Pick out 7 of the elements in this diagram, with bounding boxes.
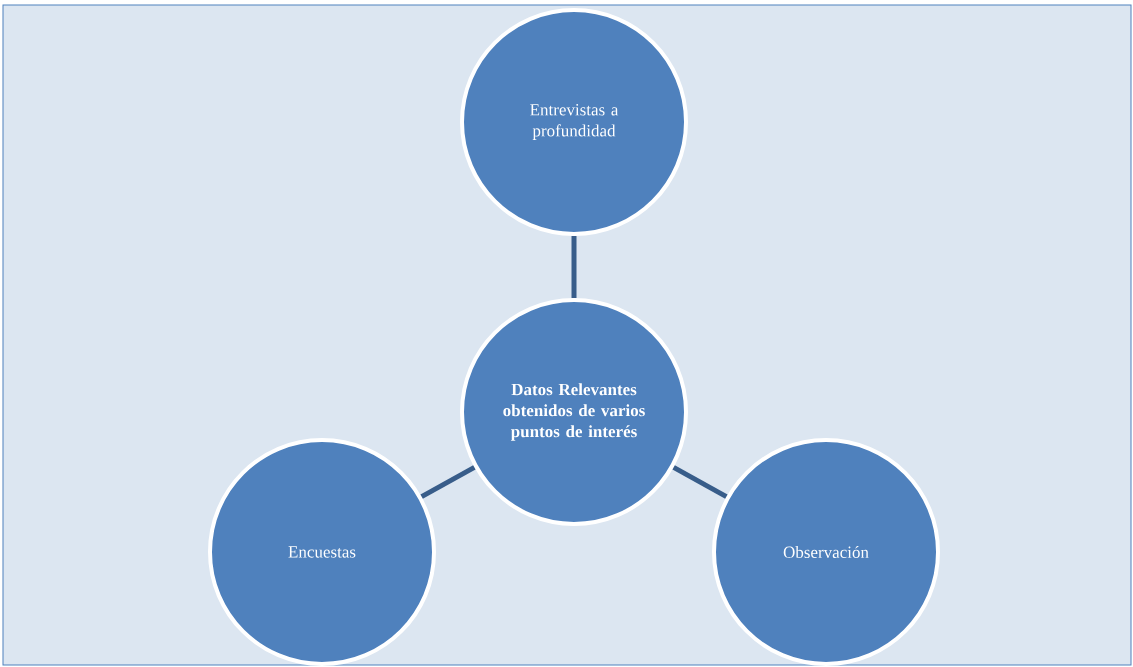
circle-node: Observación bbox=[712, 438, 940, 666]
connector-line bbox=[420, 465, 476, 499]
circle-node: Datos Relevantes obtenidos de varios puntos de interés bbox=[460, 298, 688, 526]
circle-node: Encuestas bbox=[208, 438, 436, 666]
connector-line bbox=[571, 236, 577, 298]
connector-line bbox=[672, 465, 728, 499]
circle-node: Entrevistas a profundidad bbox=[460, 8, 688, 236]
